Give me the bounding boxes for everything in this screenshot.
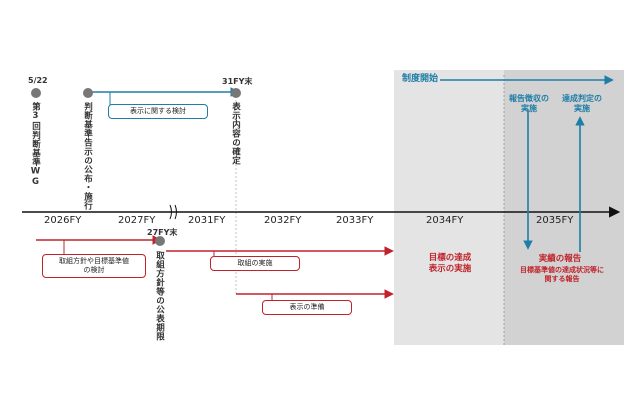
year-2032: 2032FY — [264, 215, 302, 226]
box-implementation: 取組の実施 — [210, 256, 300, 271]
milestone-dot-4 — [155, 236, 165, 246]
label-report-collection: 報告徴収の 実施 — [509, 94, 549, 113]
axis-break-mark — [169, 204, 177, 220]
milestone-wg-text: 第3回判断基準WG — [30, 102, 41, 188]
milestone-dot-3 — [231, 88, 241, 98]
label-target-achievement: 目標の達成 表示の実施 — [428, 253, 472, 274]
box-policy-review: 取組方針や目標基準値 の検討 — [42, 254, 146, 278]
milestone-announcement-text: 判断基準告示の公布・施行 — [82, 102, 93, 210]
label-results-report: 実績の報告 — [538, 254, 582, 264]
year-2035: 2035FY — [536, 215, 574, 226]
box-policy-review-line1: 取組方針や目標基準値 — [59, 257, 129, 265]
label-results-sub: 目標基準値の達成状況等に 関する報告 — [520, 266, 604, 283]
year-2031: 2031FY — [188, 215, 226, 226]
zone-2034 — [394, 70, 504, 345]
milestone-dot-2 — [83, 88, 93, 98]
label-system-start: 制度開始 — [402, 74, 439, 84]
label-achievement-judge: 達成判定の 実施 — [562, 94, 602, 113]
milestone-date-27fy: 27FY末 — [147, 228, 178, 237]
box-display-review: 表示に関する検討 — [108, 104, 208, 119]
milestone-policy-deadline-text: 取組方針等の公表期限 — [154, 251, 165, 341]
zone-2035 — [504, 70, 624, 345]
box-policy-review-line2: の検討 — [83, 266, 105, 274]
year-2027: 2027FY — [118, 215, 156, 226]
milestone-date-31fy: 31FY末 — [222, 77, 253, 86]
year-2033: 2033FY — [336, 215, 374, 226]
box-display-prep: 表示の準備 — [262, 300, 352, 315]
year-2026: 2026FY — [44, 215, 82, 226]
year-2034: 2034FY — [426, 215, 464, 226]
milestone-dot-1 — [31, 88, 41, 98]
milestone-date-5-22: 5/22 — [28, 76, 48, 85]
milestone-display-confirm-text: 表示内容の確定 — [230, 102, 241, 165]
